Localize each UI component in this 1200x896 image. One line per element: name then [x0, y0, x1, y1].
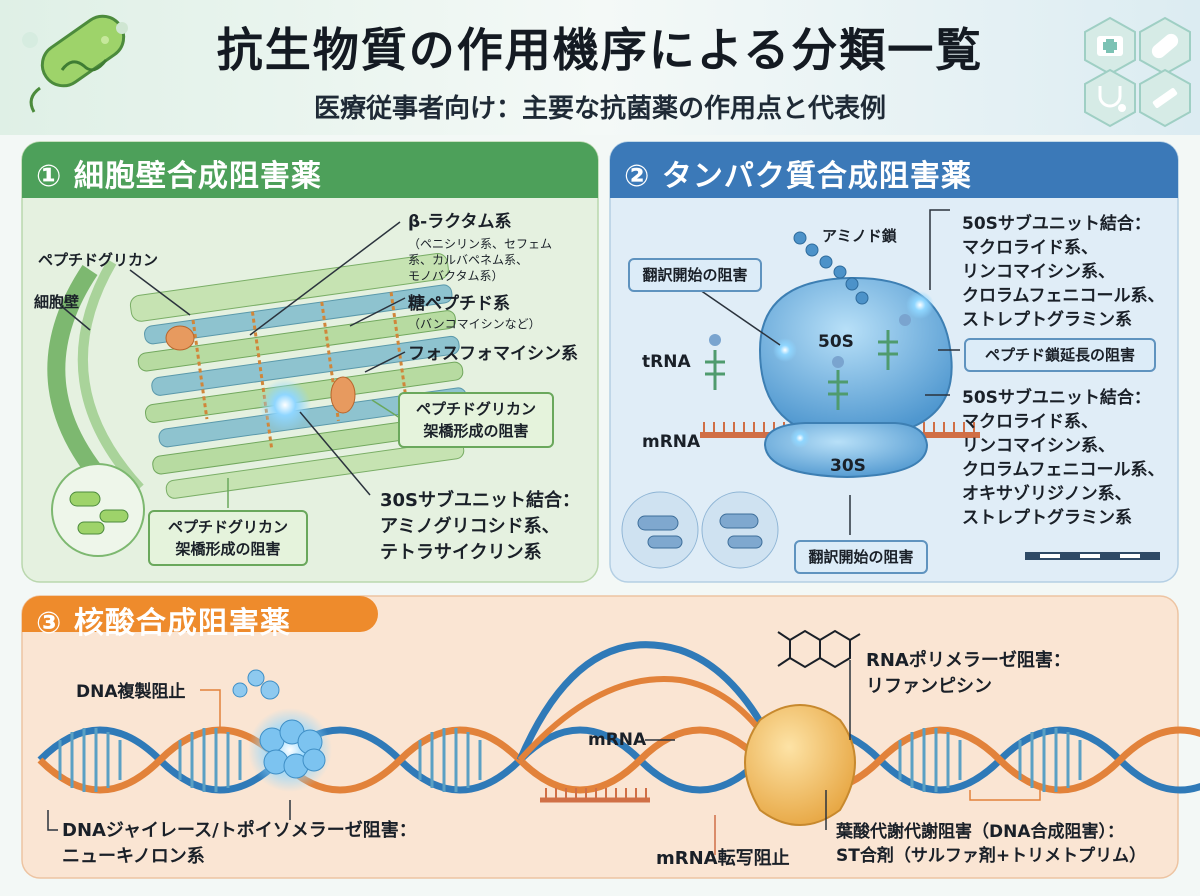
panel1-heading: ① 細胞壁合成阻害薬 [36, 159, 322, 194]
mrna-label-p3: mRNA [588, 730, 647, 750]
30s-label: 30S [830, 456, 866, 476]
beta-lactam-label: β-ラクタム系 [408, 212, 512, 232]
medical-kit-icon [1097, 36, 1123, 56]
rna-polymerase-label: RNAポリメラーゼ阻害： リファンピシン [866, 650, 1071, 697]
elongation-inhibition-box: ペプチド鎖延長の阻害 [964, 338, 1156, 372]
glycopeptide-label: 糖ペプチド系 [408, 294, 510, 314]
50s-label: 50S [818, 332, 854, 352]
bacterium-icon [22, 14, 128, 113]
beta-lactam-detail-1: （ペニシリン系、セフェム [408, 237, 553, 251]
50s-binding-bottom: 50Sサブユニット結合： マクロライド系、 リンコマイシン系、 クロラムフェニコ… [962, 388, 1165, 528]
beta-lactam-detail-3: モノバクタム系） [408, 269, 504, 283]
pill-icon [1151, 33, 1179, 59]
50s-binding-top: 50Sサブユニット結合： マクロライド系、 リンコマイシン系、 クロラムフェニコ… [962, 214, 1165, 330]
syringe-icon [1152, 88, 1178, 108]
header-band [0, 0, 1200, 135]
crosslink-inhibition-box-right: ペプチドグリカン 架橋形成の阻害 [398, 392, 554, 448]
panel3-heading: ③ 核酸合成阻害薬 [36, 606, 291, 641]
stethoscope-icon [1098, 86, 1126, 112]
panel2-heading: ② タンパク質合成阻害薬 [624, 159, 972, 194]
mrna-label: mRNA [642, 432, 701, 452]
dna-replication-label: DNA複製阻止 [76, 682, 186, 702]
glycopeptide-detail: （バンコマイシンなど） [408, 317, 541, 331]
translation-init-box-bottom: 翻訳開始の阻害 [794, 540, 928, 574]
page-title: 抗生物質の作用機序による分類一覧 [216, 23, 984, 77]
trna-label: tRNA [642, 352, 691, 372]
crosslink-inhibition-box-bottom: ペプチドグリカン 架橋形成の阻害 [148, 510, 308, 566]
translation-init-box: 翻訳開始の阻害 [628, 258, 762, 292]
transcription-label: mRNA転写阻止 [656, 848, 790, 869]
amino-chain-label: アミノド鎖 [822, 227, 897, 245]
gyrase-label: DNAジャイレース/トポイソメラーゼ阻害： ニューキノロン系 [62, 820, 417, 867]
30s-binding-label: 30Sサブユニット結合： アミノグリコシド系、 テトラサイクリン系 [380, 490, 581, 563]
page-subtitle: 医療従事者向け：主要な抗菌薬の作用点と代表例 [313, 94, 886, 124]
cell-wall-label: 細胞壁 [34, 293, 80, 311]
panel-cell-wall [21, 141, 599, 583]
panel-nucleic-acid [21, 595, 1200, 879]
fosfomycin-label: フォスフォマイシン系 [408, 344, 578, 364]
folate-label: 葉酸代謝代謝阻害（DNA合成阻害）： ST合剤（サルファ剤+トリメトプリム） [836, 822, 1147, 866]
panel-protein-synthesis [609, 141, 1179, 583]
peptidoglycan-label: ペプチドグリカン [38, 251, 159, 269]
beta-lactam-detail-2: 系、カルバペネム系、 [408, 253, 529, 267]
